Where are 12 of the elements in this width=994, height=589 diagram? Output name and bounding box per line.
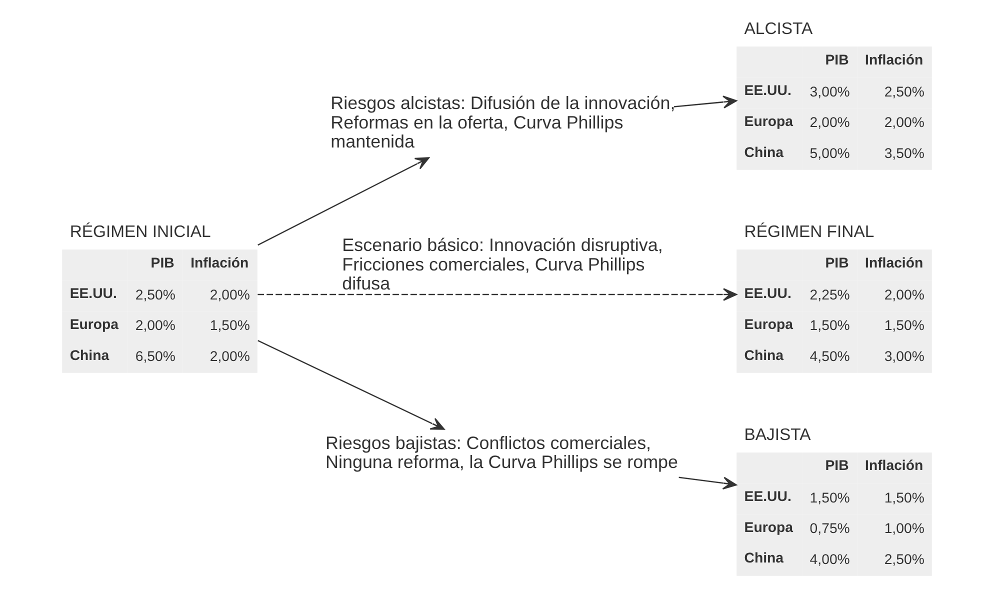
node-label: RÉGIMEN INICIAL — [70, 222, 211, 242]
node-label: RÉGIMEN FINAL — [744, 222, 874, 242]
node-label: BAJISTA — [744, 425, 811, 444]
arrow — [258, 157, 430, 246]
arrow — [258, 288, 738, 301]
edge-label: Escenario básico: Innovación disruptiva, Fricciones comerciales, Curva Phillips difusa — [342, 235, 663, 294]
node-text: Riesgos bajistas: Conflictos comerciales, Ninguna reforma, la Curva Phillips se rompe — [325, 432, 678, 472]
arrow — [678, 476, 737, 490]
node-label: ALCISTA — [744, 19, 813, 38]
node-text: Riesgos alcistas: Difusión de la innovación, Reformas en la oferta, Curva Phillips mantenida — [330, 93, 676, 152]
arrow — [258, 340, 445, 430]
arrow — [674, 96, 737, 108]
